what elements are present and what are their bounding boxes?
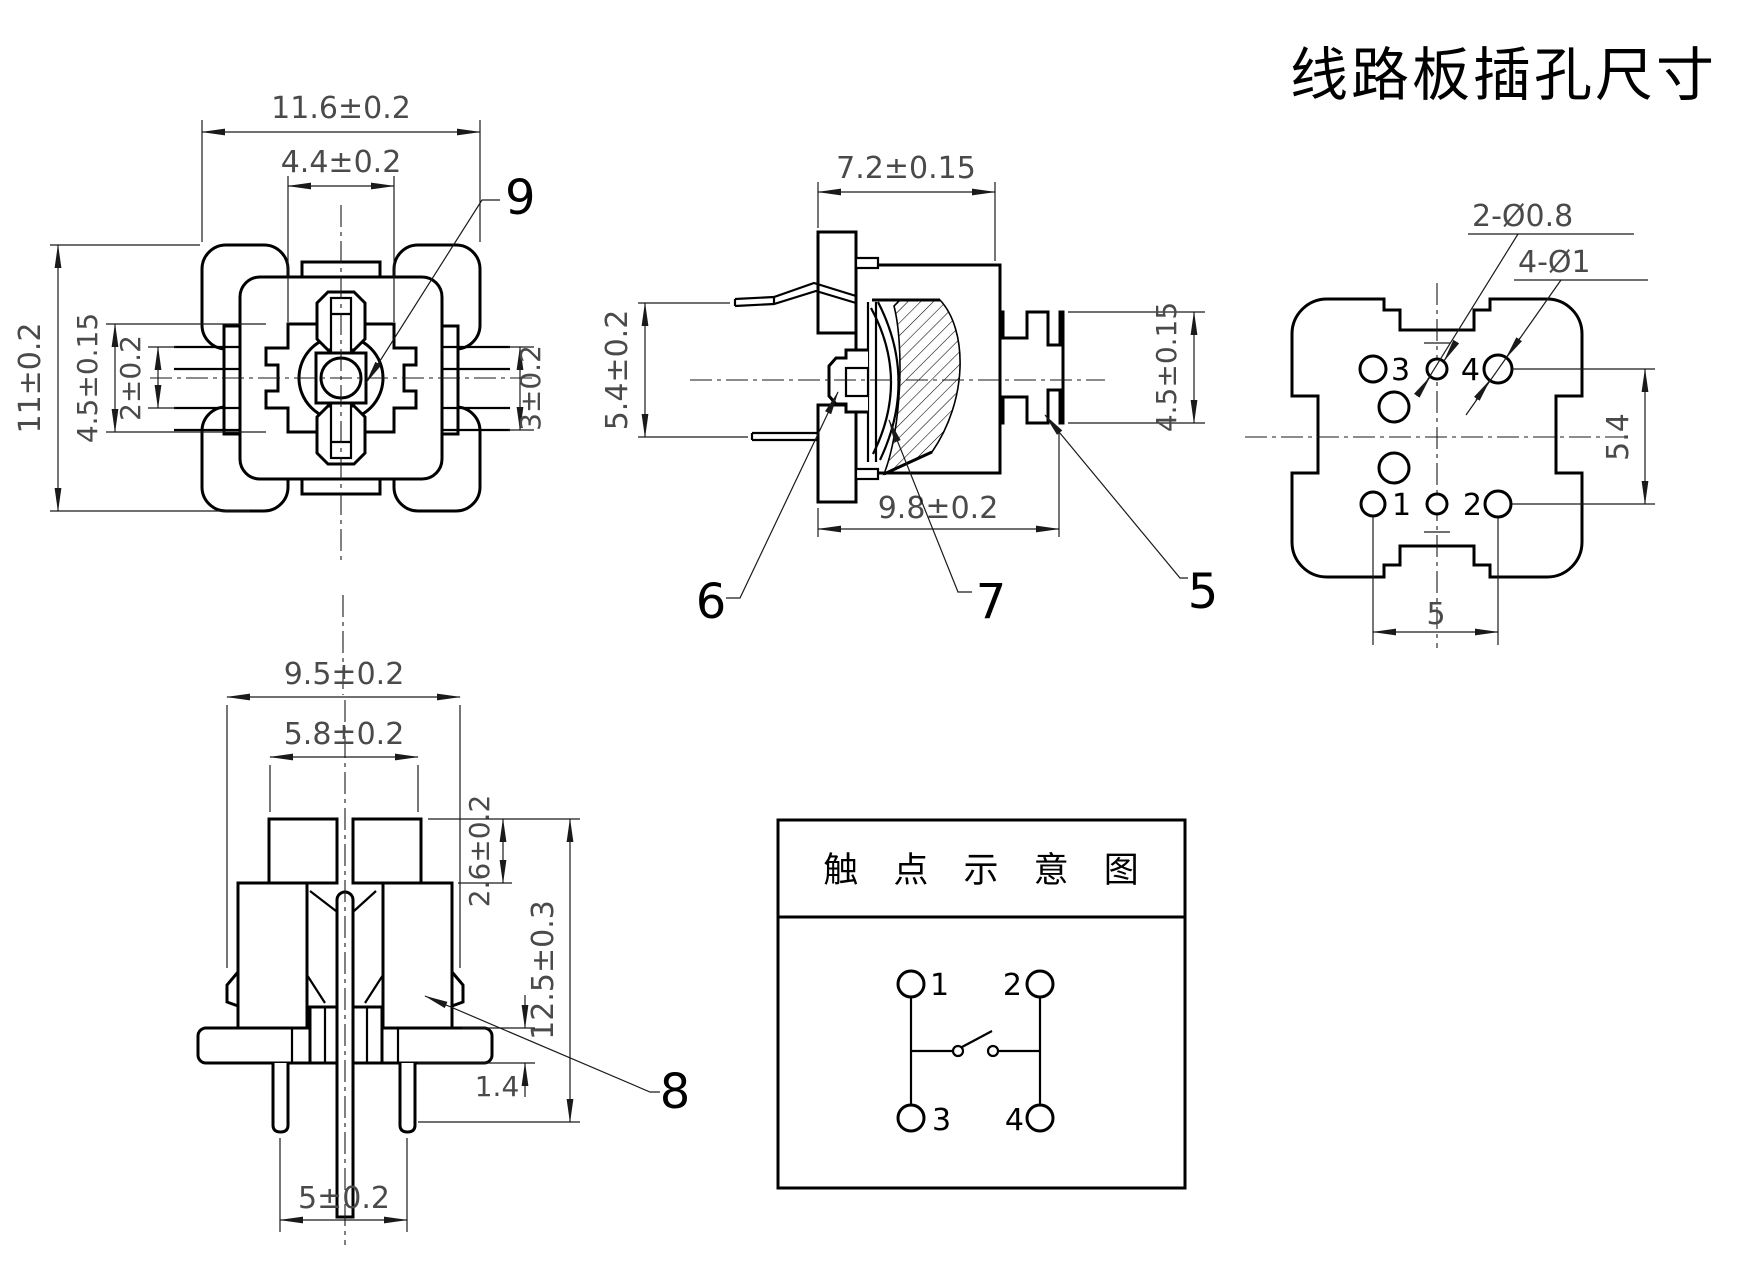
contact-point-left (951, 1044, 965, 1058)
flange-left (222, 324, 242, 436)
terminal-block-left (236, 881, 309, 1030)
plate-tab-bottom (854, 467, 880, 481)
diagram-title: 触 点 示 意 图 (823, 851, 1151, 891)
dim-width-top: 7.2±0.15 (836, 151, 976, 186)
leader-housing (1044, 414, 1188, 579)
callout-housing: 5 (1188, 564, 1219, 620)
contact-bump (827, 348, 868, 414)
top-view: 11.6±0.2 4.4±0.2 11±0.2 4.5±0.15 2±0.2 3… (13, 91, 547, 695)
dim-pin-spacing-right: 3±0.2 (514, 345, 547, 431)
hole-2 (1483, 489, 1513, 519)
diagram-box (776, 818, 1187, 1190)
leader-contact (726, 391, 839, 599)
funnel-chamfer-right (353, 890, 377, 912)
callout-dome: 7 (976, 574, 1007, 630)
pins-right (442, 345, 510, 432)
bent-pin-top (733, 281, 857, 308)
hole-label-2: 2 (1463, 488, 1482, 523)
terminal-4 (1025, 1103, 1055, 1133)
flange-right (440, 324, 460, 436)
terminal-3 (896, 1103, 926, 1133)
callout-body: 8 (660, 1064, 691, 1120)
terminal-block-right (381, 881, 454, 1030)
pins-left (174, 345, 240, 432)
dim-width-hooks: 9.5±0.2 (284, 657, 405, 692)
hole-label-1: 1 (1392, 488, 1411, 523)
push-stem (998, 310, 1065, 425)
pin-left (271, 1063, 290, 1134)
side-view: 7.2±0.15 5.4±0.2 9.8±0.2 4.5±0.15 6 7 5 (600, 151, 1218, 630)
terminal-label-4: 4 (1005, 1103, 1024, 1138)
dim-stem-height: 4.5±0.15 (1150, 302, 1183, 432)
hole-small-top (1425, 357, 1449, 381)
hole-1 (1359, 490, 1387, 518)
prong-right (351, 817, 423, 885)
dim-lines-front-view (226, 693, 580, 1232)
dim-height-overall: 12.5±0.3 (526, 900, 561, 1040)
contact-bump-inner (844, 366, 870, 398)
prong-left (267, 817, 339, 885)
pin-right (398, 1063, 417, 1134)
hole-label-4: 4 (1461, 353, 1480, 388)
note-large-holes: 4-Ø1 (1518, 245, 1591, 280)
dim-pin-spacing: 5.4±0.2 (600, 310, 635, 431)
dim-width-overall: 9.8±0.2 (878, 491, 999, 526)
contact-point-right (986, 1044, 1000, 1058)
dim-prong-height: 2.6±0.2 (463, 795, 496, 908)
contact-diagram: 触 点 示 意 图 1 2 3 4 (776, 818, 1187, 1190)
front-plate-upper (816, 230, 858, 335)
leader-small-holes (1413, 233, 1634, 398)
sheet-title: 线路板插孔尺寸 (1290, 41, 1717, 109)
dim-width-outer: 11.6±0.2 (271, 91, 411, 126)
dim-height-block: 4.5±0.15 (71, 313, 104, 443)
leader-large-holes (1465, 279, 1648, 416)
dim-col-spacing: 5 (1426, 597, 1445, 632)
dim-width-stem: 4.4±0.2 (281, 145, 402, 180)
leader-body (424, 995, 660, 1093)
block-chamfer-left (306, 974, 326, 1004)
funnel-chamfer-left (309, 890, 337, 912)
hole-3 (1358, 354, 1388, 384)
dim-width-prongs: 5.8±0.2 (284, 717, 405, 752)
dim-lines-side-view (638, 182, 1205, 537)
dim-base-thickness: 1.4 (475, 1070, 520, 1103)
hole-post-upper (1377, 390, 1411, 424)
note-small-holes: 2-Ø0.8 (1472, 199, 1573, 234)
straight-pin-bottom (750, 431, 818, 442)
terminal-label-2: 2 (1003, 968, 1022, 1003)
dim-row-spacing: 5.4 (1601, 413, 1636, 461)
front-plate-lower (816, 403, 858, 504)
pcb-view: 3 4 1 2 5.4 5 2-Ø0.8 4-Ø1 (1245, 199, 1655, 648)
circuit-wires (909, 997, 1042, 1105)
terminal-1 (896, 969, 926, 999)
latch-hook-left (225, 971, 240, 1008)
terminal-label-3: 3 (932, 1103, 951, 1138)
terminal-2 (1025, 969, 1055, 999)
terminal-label-1: 1 (930, 968, 949, 1003)
leader-stem (365, 199, 500, 384)
wedge-bottom-edge (883, 450, 933, 476)
latch-hook-right (450, 971, 465, 1008)
block-chamfer-right (364, 974, 384, 1004)
dim-pin-spacing: 5±0.2 (298, 1181, 390, 1216)
plate-tab-top (854, 256, 880, 270)
callout-stem: 9 (505, 170, 536, 226)
dim-lines-top-view (50, 120, 534, 512)
hole-label-3: 3 (1391, 353, 1410, 388)
callout-contact: 6 (696, 574, 727, 630)
dim-pin-offset: 2±0.2 (114, 335, 147, 421)
front-view: 9.5±0.2 5.8±0.2 2.6±0.2 12.5±0.3 1.4 5±0… (196, 657, 691, 1245)
hole-post-lower (1377, 451, 1411, 485)
dim-lines-pcb (1372, 368, 1655, 645)
leader-dome (888, 419, 972, 593)
dim-height-outer: 11±0.2 (13, 322, 48, 433)
hole-small-bottom (1425, 492, 1449, 516)
